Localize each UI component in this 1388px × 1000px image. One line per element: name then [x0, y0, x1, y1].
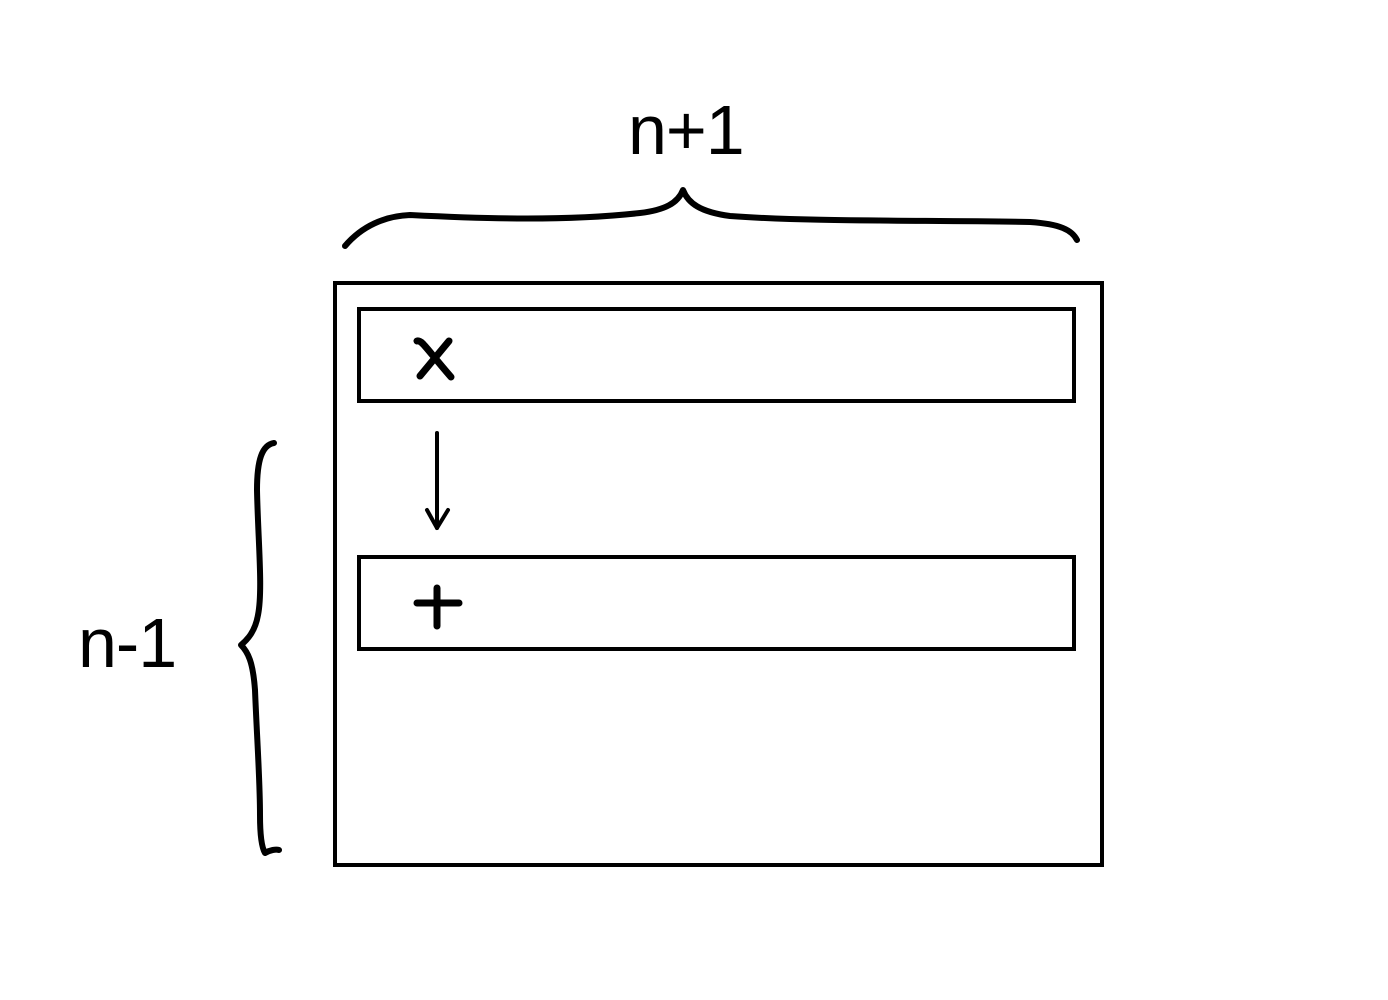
outer-matrix-box [333, 281, 1104, 867]
width-label: n+1 [628, 91, 745, 169]
cross-mark-icon [413, 337, 455, 381]
plus-icon [413, 584, 463, 630]
height-label: n-1 [78, 604, 177, 682]
left-brace [238, 440, 282, 856]
top-brace [342, 187, 1080, 249]
row-box-1 [357, 307, 1076, 403]
down-arrow-icon [425, 431, 450, 530]
row-box-2 [357, 555, 1076, 651]
